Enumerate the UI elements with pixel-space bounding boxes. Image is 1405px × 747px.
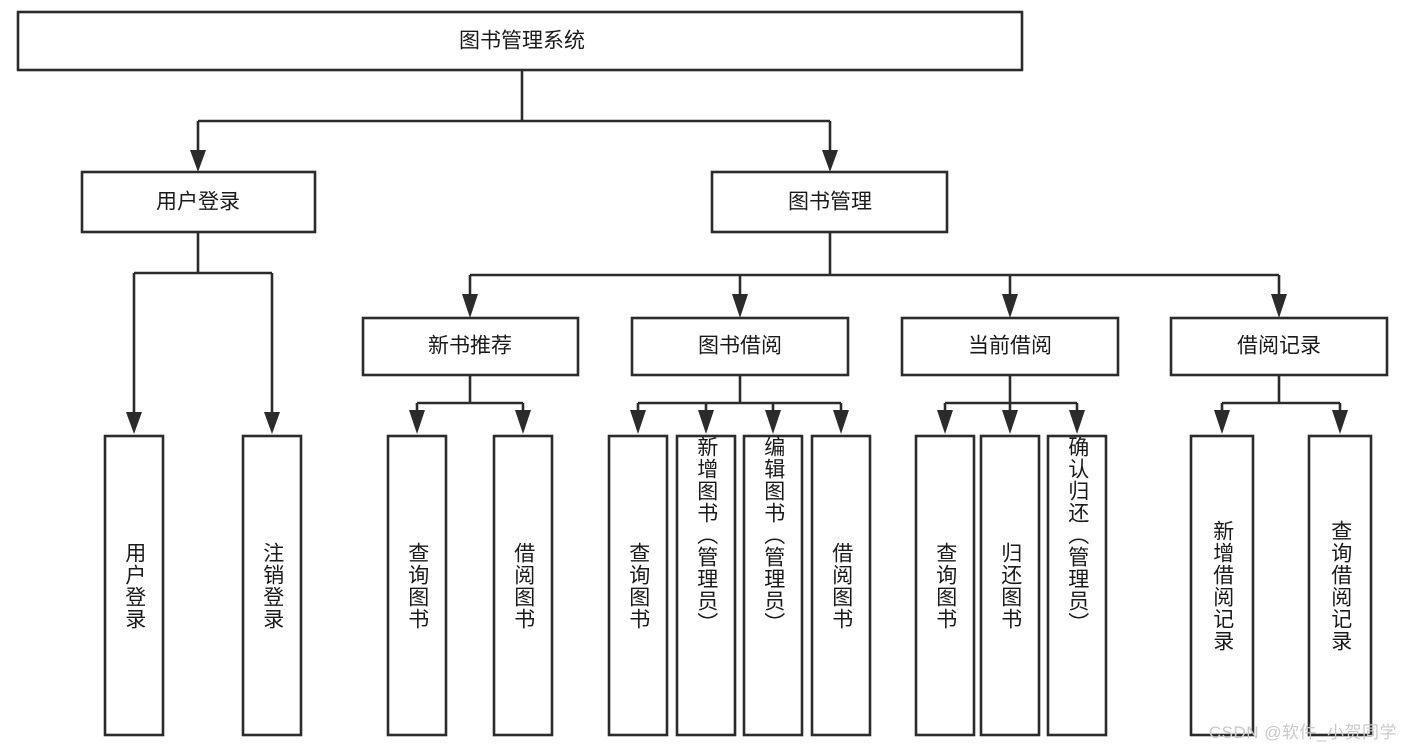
node-leaf-user-login-2[interactable]: [241, 434, 303, 737]
node-l3-new-book-recommend-label: 新书推荐: [428, 335, 512, 358]
connector-group-book-borrow: [630, 375, 849, 434]
node-leaf-user-login-1[interactable]: [103, 434, 165, 737]
node-leaf-current-borrow-1[interactable]: [914, 434, 976, 737]
node-l2-book-management-label: 图书管理: [788, 191, 872, 214]
node-leaf-new-book-2[interactable]: [492, 434, 554, 737]
node-l3-book-borrow-label: 图书借阅: [698, 335, 782, 358]
node-leaf-borrow-record-1[interactable]: [1189, 434, 1255, 737]
connector-group-user-login: [126, 232, 280, 434]
connector-group-book-mgmt: [462, 232, 1287, 318]
arrowhead-leaf-book-borrow-4: [833, 410, 849, 434]
arrowhead-book-mgmt: [822, 150, 838, 172]
arrowhead-leaf-current-borrow-1: [937, 410, 953, 434]
arrowhead-leaf-current-borrow-2: [1002, 410, 1018, 434]
node-leaf-borrow-record-2[interactable]: [1307, 434, 1373, 737]
node-l2-user-login-label: 用户登录: [156, 191, 240, 214]
connector-group-borrow-record: [1214, 375, 1348, 434]
node-l3-new-book-recommend[interactable]: [361, 316, 580, 377]
watermark-text: CSDN @软件_小贺同学: [1208, 723, 1397, 742]
arrowhead-borrow-record: [1271, 294, 1287, 318]
node-leaf-book-borrow-2[interactable]: [675, 434, 737, 737]
connector-group-root: [190, 70, 838, 172]
arrowhead-book-borrow: [732, 294, 748, 318]
node-leaf-book-borrow-1[interactable]: [607, 434, 669, 737]
arrowhead-leaf-borrow-record-2: [1332, 410, 1348, 434]
arrowhead-leaf-user-login-1: [126, 412, 142, 434]
node-leaf-book-borrow-4[interactable]: [810, 434, 872, 737]
node-l3-borrow-record-label: 借阅记录: [1237, 335, 1321, 358]
arrowhead-new-book: [462, 294, 478, 318]
node-l3-borrow-record[interactable]: [1169, 316, 1389, 377]
node-l3-book-borrow[interactable]: [630, 316, 850, 377]
arrowhead-leaf-book-borrow-2: [698, 410, 714, 434]
arrowhead-leaf-new-book-2: [515, 410, 531, 434]
arrowhead-leaf-new-book-1: [409, 410, 425, 434]
connector-group-new-book: [409, 375, 531, 434]
node-l3-current-borrow-label: 当前借阅: [968, 335, 1052, 358]
node-leaf-book-borrow-3[interactable]: [742, 434, 804, 737]
arrowhead-leaf-book-borrow-1: [630, 410, 646, 434]
arrowhead-user-login: [190, 150, 206, 172]
arrowhead-current-borrow: [1002, 294, 1018, 318]
node-l2-user-login[interactable]: [80, 170, 317, 234]
node-leaf-current-borrow-2[interactable]: [979, 434, 1041, 737]
arrowhead-leaf-book-borrow-3: [765, 410, 781, 434]
arrowhead-leaf-borrow-record-1: [1214, 410, 1230, 434]
node-l3-current-borrow[interactable]: [900, 316, 1120, 377]
node-l2-book-management[interactable]: [710, 170, 949, 234]
arrowhead-leaf-current-borrow-3: [1069, 410, 1085, 434]
arrowhead-leaf-user-login-2: [264, 412, 280, 434]
node-leaf-current-borrow-3[interactable]: [1046, 434, 1108, 737]
node-leaf-new-book-1[interactable]: [386, 434, 448, 737]
node-root-label: 图书管理系统: [459, 30, 585, 53]
connector-group-current-borrow: [937, 375, 1085, 434]
node-root-图书管理系统[interactable]: [16, 10, 1024, 72]
